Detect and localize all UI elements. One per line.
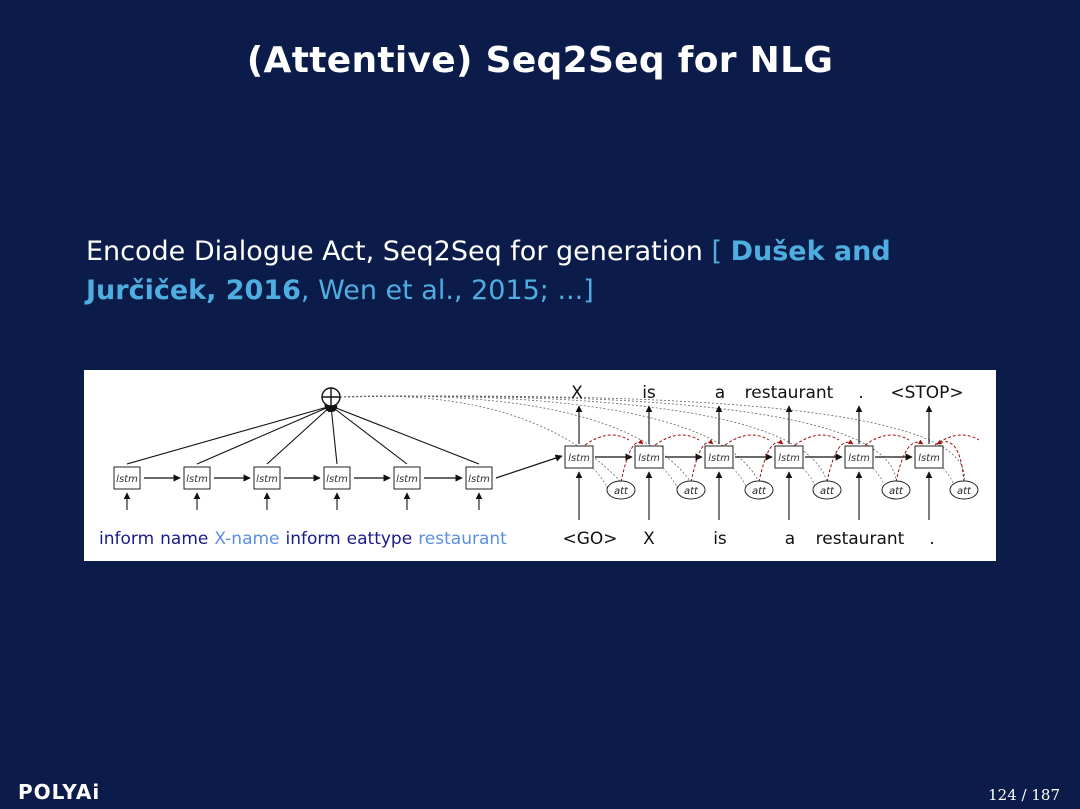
decoder-input-word: . bbox=[929, 529, 934, 549]
state-to-attention-line bbox=[732, 467, 749, 491]
attention-dotted-line bbox=[339, 395, 965, 483]
encoder-to-decoder-arrow bbox=[495, 454, 563, 479]
attention-dotted-line bbox=[339, 395, 692, 483]
encoder-to-attention-arrow bbox=[328, 405, 338, 465]
decoder-attention-loop bbox=[794, 434, 840, 446]
encoder-to-attention-arrow bbox=[126, 404, 332, 465]
slide-title: (Attentive) Seq2Seq for NLG bbox=[246, 40, 834, 81]
state-to-attention-line bbox=[802, 467, 818, 491]
encoder-to-attention-arrow bbox=[266, 405, 332, 465]
encoder-input-word: inform bbox=[286, 529, 341, 549]
context-to-decoder-line bbox=[620, 439, 644, 483]
encoder-input-word: restaurant bbox=[418, 529, 507, 549]
context-to-decoder-line bbox=[826, 439, 854, 483]
decoder-input-word: is bbox=[713, 529, 727, 549]
body-text: Encode Dialogue Act, Seq2Seq for generat… bbox=[86, 232, 986, 310]
encoder-lstm-node bbox=[253, 466, 281, 490]
encoder-lstm-label: lstm bbox=[256, 474, 278, 485]
decoder-output-word: is bbox=[642, 383, 656, 403]
state-to-attention-line bbox=[592, 467, 611, 491]
encoder-input-word: eattype bbox=[347, 529, 413, 549]
decoder-lstm-node bbox=[914, 445, 944, 469]
context-to-decoder-line bbox=[895, 439, 924, 483]
encoder-input-word: X-name bbox=[214, 529, 279, 549]
decoder-attention-loop bbox=[934, 434, 980, 446]
encoder-lstm-node bbox=[323, 466, 351, 490]
seq2seq-diagram: lstm lstm lstm lstm lstm lstm lstm lstm lstm lstm… bbox=[84, 370, 996, 561]
body-main-text: Encode Dialogue Act, Seq2Seq for generat… bbox=[86, 236, 712, 267]
citation-open: [ bbox=[711, 236, 731, 267]
encoder-lstm-label: lstm bbox=[468, 474, 490, 485]
attention-node bbox=[812, 480, 842, 500]
encoder-input-word: inform bbox=[99, 529, 154, 549]
decoder-attention-loop bbox=[654, 434, 700, 446]
encoder-lstm-label: lstm bbox=[326, 474, 348, 485]
decoder-attention-loop bbox=[724, 434, 770, 446]
encoder-lstm-label: lstm bbox=[116, 474, 138, 485]
polyai-logo: POLYAi bbox=[18, 780, 101, 804]
attention-node bbox=[744, 480, 774, 500]
attention-node-label: att bbox=[614, 486, 629, 497]
decoder-lstm-label: lstm bbox=[568, 453, 590, 464]
decoder-lstm-label: lstm bbox=[638, 453, 660, 464]
seq2seq-diagram-svg: lstm lstm lstm lstm lstm lstm lstm lstm lstm lstm… bbox=[99, 383, 980, 549]
decoder-input-word: <GO> bbox=[562, 529, 617, 549]
decoder-lstm-node bbox=[564, 445, 594, 469]
encoder-lstm-node bbox=[183, 466, 211, 490]
decoder-attention-loop bbox=[864, 434, 910, 446]
attention-node-label: att bbox=[820, 486, 835, 497]
decoder-input-word: restaurant bbox=[816, 529, 905, 549]
decoder-lstm-node bbox=[634, 445, 664, 469]
encoder-lstm-label: lstm bbox=[186, 474, 208, 485]
attention-dotted-line bbox=[339, 395, 897, 483]
attention-dotted-line bbox=[339, 395, 828, 483]
decoder-input-word: X bbox=[643, 529, 655, 549]
decoder-output-word: a bbox=[715, 383, 725, 403]
encoder-lstm-label: lstm bbox=[396, 474, 418, 485]
attention-node-label: att bbox=[752, 486, 767, 497]
encoder-lstm-node bbox=[465, 466, 493, 490]
decoder-input-word: a bbox=[785, 529, 795, 549]
attention-dotted-line bbox=[339, 395, 622, 483]
citation-dusek: Dušek and Jurčiček, 2016 bbox=[86, 236, 891, 306]
decoder-lstm-node bbox=[774, 445, 804, 469]
attention-node-label: att bbox=[889, 486, 904, 497]
decoder-lstm-node bbox=[844, 445, 874, 469]
context-to-decoder-line bbox=[936, 439, 965, 483]
decoder-lstm-node bbox=[704, 445, 734, 469]
decoder-output-word: <STOP> bbox=[890, 383, 963, 403]
page-number: 124 / 187 bbox=[988, 786, 1060, 804]
decoder-attention-loop bbox=[584, 434, 630, 446]
decoder-output-word: X bbox=[571, 383, 583, 403]
encoder-to-attention-arrow bbox=[330, 405, 408, 465]
decoder-lstm-label: lstm bbox=[848, 453, 870, 464]
encoder-lstm-node bbox=[113, 466, 141, 490]
attention-node bbox=[676, 480, 706, 500]
encoder-to-attention-arrow bbox=[196, 405, 332, 465]
decoder-lstm-label: lstm bbox=[778, 453, 800, 464]
encoder-to-attention-arrow bbox=[330, 405, 480, 465]
attention-node bbox=[606, 480, 636, 500]
state-to-attention-line bbox=[662, 467, 681, 491]
citation-rest: , Wen et al., 2015; ...] bbox=[300, 275, 594, 306]
context-to-decoder-line bbox=[758, 439, 784, 483]
decoder-output-word: . bbox=[858, 383, 863, 403]
attention-node bbox=[949, 480, 979, 500]
attention-node bbox=[881, 480, 911, 500]
attention-node-label: att bbox=[957, 486, 972, 497]
decoder-lstm-label: lstm bbox=[708, 453, 730, 464]
decoder-output-word: restaurant bbox=[745, 383, 834, 403]
attention-node-label: att bbox=[684, 486, 699, 497]
encoder-input-word: name bbox=[160, 529, 208, 549]
context-to-decoder-line bbox=[690, 439, 714, 483]
encoder-lstm-node bbox=[393, 466, 421, 490]
decoder-lstm-label: lstm bbox=[918, 453, 940, 464]
